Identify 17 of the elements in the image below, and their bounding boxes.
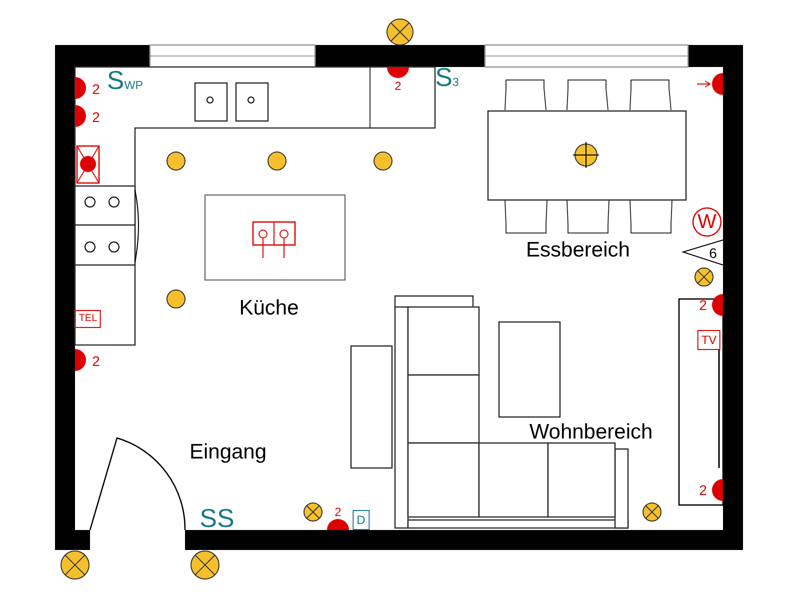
socket-count: 2 — [92, 82, 100, 96]
switch-symbol: SS — [200, 505, 234, 531]
socket-count: 2 — [92, 110, 100, 124]
room-label: Wohnbereich — [529, 422, 653, 442]
outlet-letter: W — [698, 212, 716, 232]
doorbell-symbol: D — [352, 510, 370, 530]
socket-count: 2 — [394, 80, 402, 92]
phone-outlet-symbol: TEL — [74, 310, 102, 328]
outlet-count: 6 — [709, 246, 717, 260]
room-label: Eingang — [189, 442, 267, 462]
socket-count: 2 — [699, 483, 707, 497]
socket-count: 2 — [334, 506, 342, 518]
room-label: Küche — [239, 298, 299, 318]
socket-count: 2 — [699, 298, 707, 312]
socket-count: 2 — [92, 354, 100, 368]
room-label: Essbereich — [526, 240, 630, 260]
tv-outlet-symbol: TV — [697, 330, 721, 350]
